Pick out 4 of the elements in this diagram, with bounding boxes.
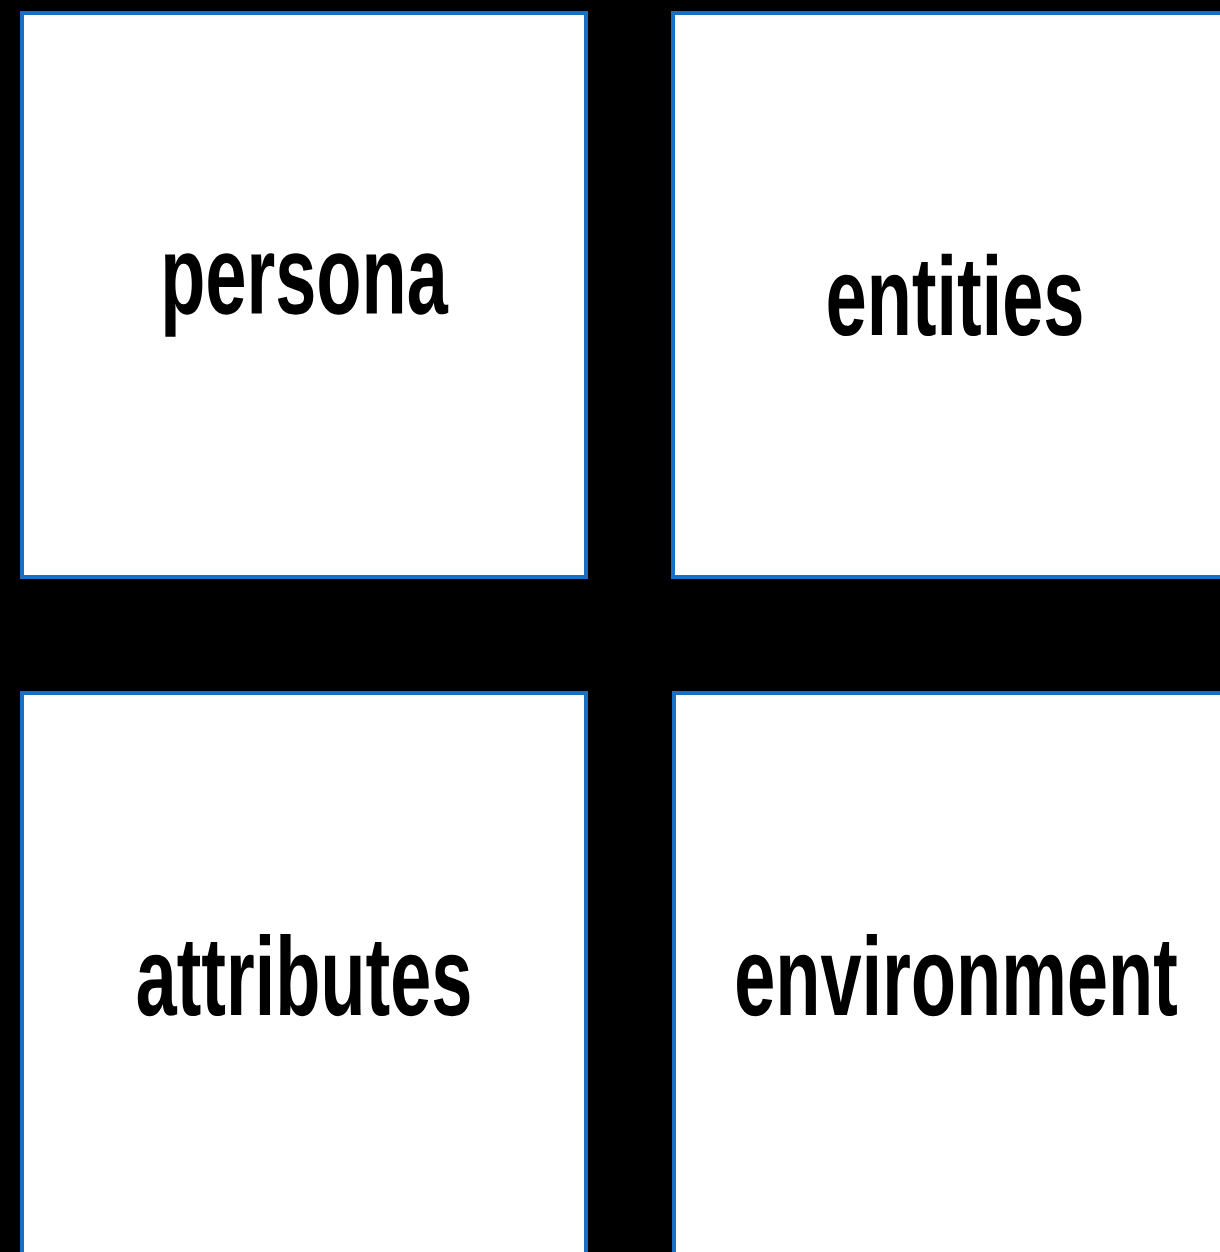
label-box: entities [671,11,1220,579]
label-box: attributes [20,691,588,1252]
label-box: environment [672,691,1220,1252]
label-box: persona [20,11,588,579]
